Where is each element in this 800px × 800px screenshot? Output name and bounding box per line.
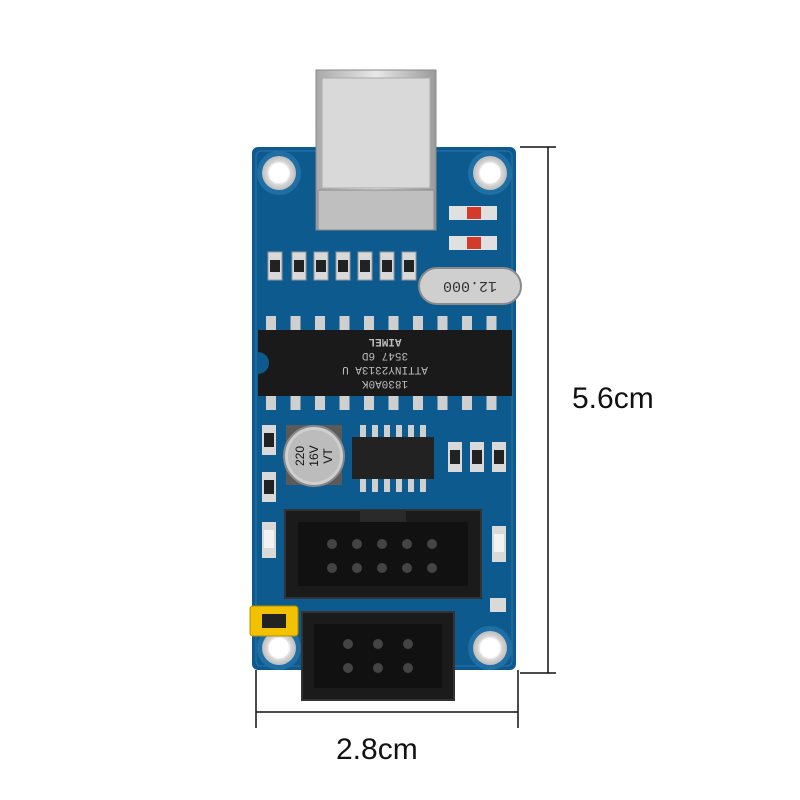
chip-text-line1: 1830A0K: [362, 377, 409, 389]
usb-connector: [315, 69, 437, 231]
chip-text-line4: AIMEL: [368, 335, 401, 347]
chip-pin: [290, 316, 301, 330]
chip-pin: [486, 316, 497, 330]
mounting-holes: [257, 151, 512, 670]
chip-pin: [437, 396, 448, 410]
chip-pin: [388, 316, 399, 330]
smd-components: [262, 425, 506, 612]
chip-pin: [266, 396, 276, 410]
width-label: 2.8cm: [336, 733, 418, 766]
chip-pin: [413, 316, 423, 330]
chip-pin: [339, 396, 350, 410]
chip-pin: [364, 396, 374, 410]
chip-pin: [290, 396, 301, 410]
yellow-jumper: [249, 605, 299, 637]
chip-pin: [315, 316, 325, 330]
chip-text-line3: 3547 6D: [362, 349, 409, 361]
crystal-oscillator: 12.000: [418, 267, 522, 305]
chip-pin: [413, 396, 423, 410]
height-dimension-line: [520, 146, 556, 674]
cap-text-line1: 220: [293, 446, 307, 466]
height-label: 5.6cm: [572, 382, 654, 415]
chip-pin: [339, 316, 350, 330]
isp-header-10pin: [284, 509, 482, 599]
chip-pin: [266, 316, 276, 330]
cap-text-line3: VT: [321, 448, 335, 464]
chip-pin: [437, 316, 448, 330]
chip-pin: [364, 316, 374, 330]
isp-header-6pin: [301, 611, 455, 701]
crystal-label: 12.000: [443, 277, 497, 294]
status-leds: [449, 206, 497, 250]
chip-pin: [315, 396, 325, 410]
electrolytic-capacitor: 220 16V VT: [283, 425, 345, 487]
chip-text-line2: ATTINY2313A U: [342, 363, 428, 375]
smd-ic: [352, 425, 434, 492]
chip-pin: [388, 396, 399, 410]
chip-pin: [462, 396, 472, 410]
microcontroller-chip: 1830A0K ATTINY2313A U 3547 6D AIMEL: [258, 316, 512, 410]
width-dimension-line: [255, 670, 519, 728]
chip-pin: [462, 316, 472, 330]
cap-text-line2: 16V: [307, 445, 321, 466]
chip-pin: [486, 396, 497, 410]
